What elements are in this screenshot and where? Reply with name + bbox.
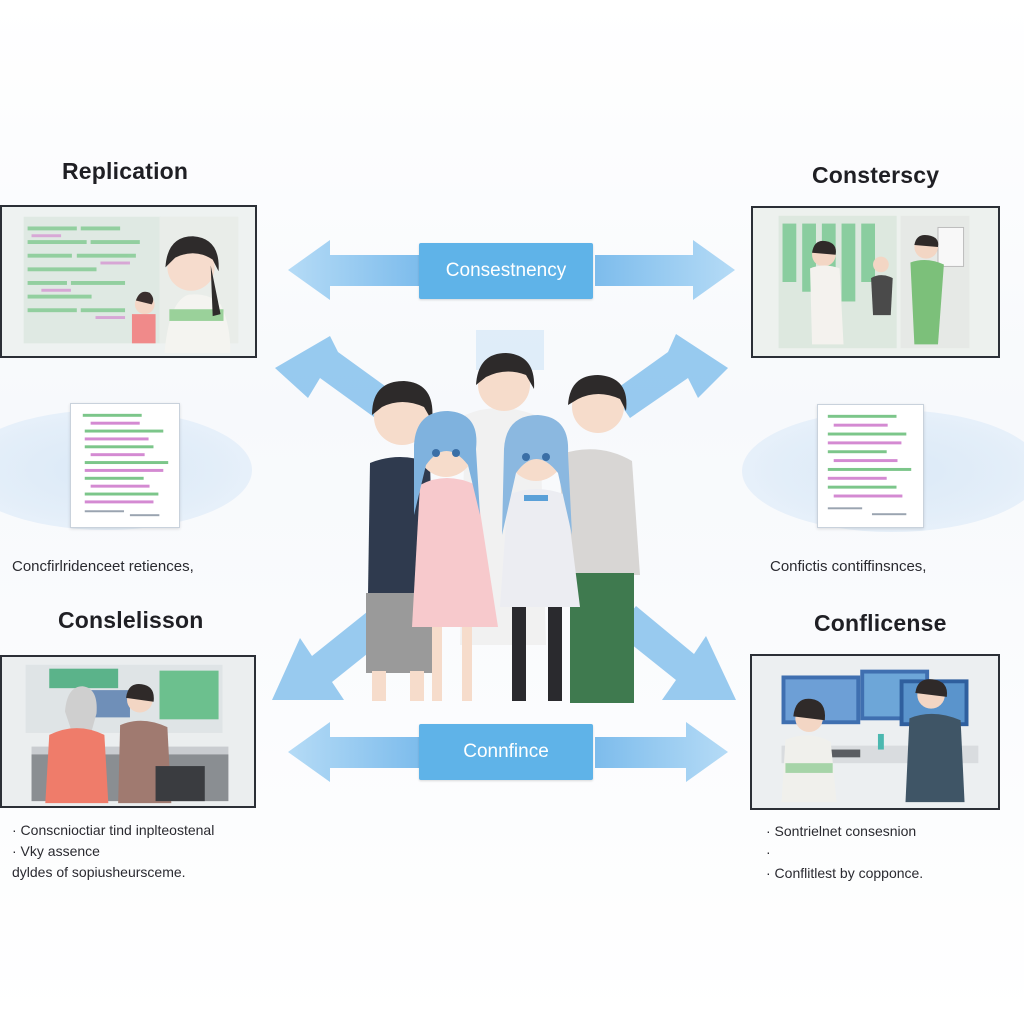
diag-arrow-upper-right bbox=[612, 334, 728, 418]
bullet-left-3: dyldes of sopiusheursceme. bbox=[12, 864, 186, 880]
bullet-right-1: · Sontrielnet consesnion bbox=[766, 823, 917, 839]
bullet-right-2: · bbox=[766, 844, 771, 860]
panel-top-left-image bbox=[0, 205, 257, 358]
bullet-left-1: · Conscnioctiar tind inplteostenal bbox=[12, 822, 215, 838]
title-replication: Replication bbox=[62, 158, 189, 184]
title-conflicense: Conflicense bbox=[814, 610, 947, 636]
left-document bbox=[70, 403, 180, 528]
bullet-right-3: · Conflitlest by copponce. bbox=[766, 865, 924, 881]
panel-top-right-image bbox=[751, 206, 1000, 358]
label-connfince: Connfince bbox=[419, 724, 593, 780]
bottom-right-arrow bbox=[595, 722, 728, 782]
right-document bbox=[817, 404, 924, 528]
title-conslelisson: Conslelisson bbox=[58, 607, 204, 633]
panel-bottom-right-image bbox=[750, 654, 1000, 810]
caption-right: Confictis contiffinsnces, bbox=[770, 558, 927, 575]
label-consestnency: Consestnency bbox=[419, 243, 593, 299]
panel-bottom-left-image bbox=[0, 655, 256, 808]
diag-arrow-lower-right bbox=[616, 606, 736, 700]
diag-arrow-lower-left bbox=[272, 608, 392, 700]
bullets-right: · Sontrielnet consesnion · · Conflitlest… bbox=[766, 821, 923, 884]
bullet-left-2: · Vky assence bbox=[12, 843, 100, 859]
bullets-left: · Conscnioctiar tind inplteostenal · Vky… bbox=[12, 820, 214, 883]
title-consterscy: Consterscy bbox=[812, 162, 940, 188]
top-left-arrow bbox=[288, 240, 420, 300]
bottom-left-arrow bbox=[288, 722, 420, 782]
caption-left: Concfirlridenceet retiences, bbox=[12, 558, 194, 575]
group-of-people-illustration bbox=[366, 353, 640, 703]
top-right-arrow bbox=[595, 240, 735, 300]
diag-arrow-upper-left bbox=[275, 336, 396, 420]
